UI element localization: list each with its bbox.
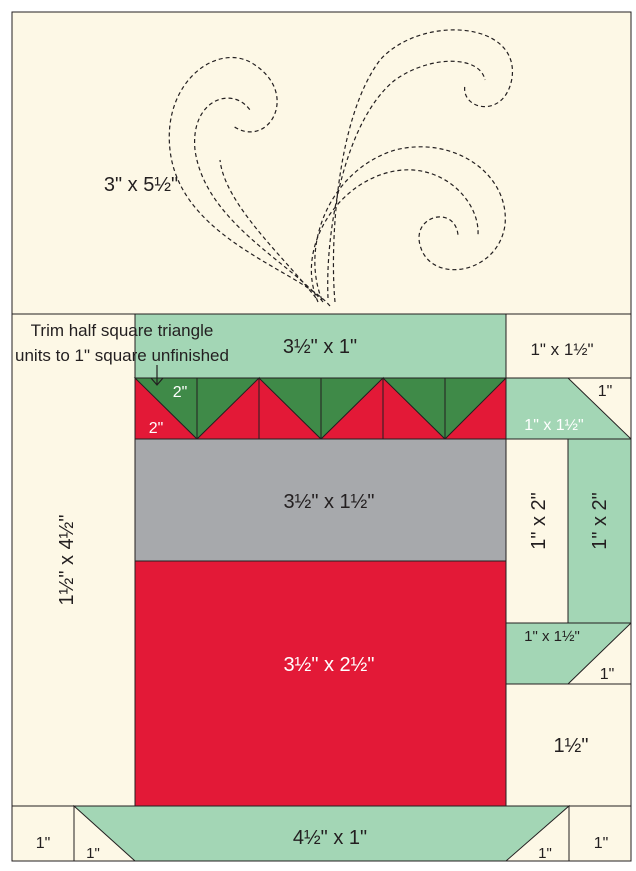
left-strip-patch: [11, 313, 136, 807]
right-top-patch: [505, 313, 632, 379]
handle-inner-patch: [505, 438, 569, 624]
body-patch: [134, 560, 507, 807]
base-corner-right-triangle-label: 1": [538, 845, 552, 862]
annotation-arrow: [150, 365, 164, 386]
right-bottom-label: 1½": [554, 735, 589, 757]
handle-top-label: 1" x 1½": [524, 417, 583, 434]
band-label: 3½" x 1½": [284, 491, 375, 513]
base-corner-left-label: 1": [36, 835, 51, 852]
annotation-line-2: units to 1" square unfinished: [15, 346, 229, 365]
base-label: 4½" x 1": [293, 827, 367, 849]
left-strip-label: 1½" x 4½": [56, 515, 78, 606]
base-corner-left-triangle-label: 1": [86, 845, 100, 862]
right-top-label: 1" x 1½": [530, 340, 593, 359]
body-label: 3½" x 2½": [284, 654, 375, 676]
handle-outer-label: 1" x 2": [589, 492, 611, 550]
handle-top-corner: [566, 377, 632, 441]
steam-quilting-stitches: [168, 29, 513, 307]
base-left-triangle: [73, 804, 137, 862]
base-corner-left-patch: [11, 805, 75, 862]
handle-outer-patch: [567, 438, 632, 624]
base-patch: [73, 805, 570, 862]
corner-a-label: 1": [598, 383, 613, 400]
rim-label: 3½" x 1": [283, 336, 357, 358]
corner-b-label: 1": [600, 666, 615, 683]
right-bottom-patch: [505, 683, 632, 807]
hst-green-label: 2": [173, 384, 188, 401]
base-corner-right-patch: [568, 805, 632, 862]
base-corner-right-label: 1": [594, 835, 609, 852]
handle-bottom-label: 1" x 1½": [524, 628, 580, 645]
hst-row: [133, 376, 507, 441]
annotation-line-1: Trim half square triangle: [31, 321, 214, 340]
handle-inner-label: 1" x 2": [528, 492, 550, 550]
rim-patch: [134, 313, 507, 379]
hst-red-label: 2": [149, 420, 164, 437]
band-patch: [134, 438, 507, 562]
top-background-label: 3" x 5½": [104, 174, 178, 196]
